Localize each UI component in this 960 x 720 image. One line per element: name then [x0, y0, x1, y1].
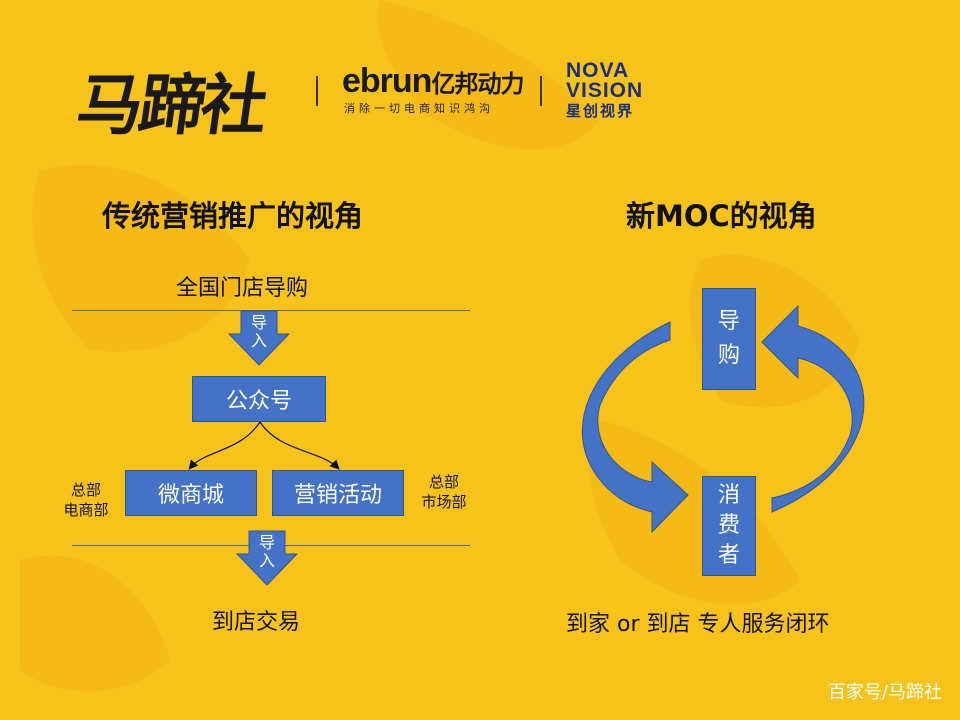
- mati-logo: 马蹄社: [71, 66, 269, 144]
- guide-char: 导: [717, 309, 740, 334]
- shopping-guide-box: 导 购: [702, 288, 756, 390]
- arrow1-char: 入: [250, 331, 267, 350]
- guide-char: 购: [717, 343, 740, 368]
- hq-ecom-line: 总部: [70, 481, 101, 499]
- official-account-box: 公众号: [192, 376, 326, 422]
- ebrun-logo: ebrun亿邦动力: [342, 62, 524, 101]
- consumer-char: 费: [717, 513, 740, 538]
- ebrun-slogan: 消除一切电商知识鸿沟: [344, 102, 494, 115]
- branch-connectors: [188, 421, 340, 470]
- cycle-arrows-icon: [581, 304, 865, 534]
- top-label: 全国门店导购: [176, 276, 309, 301]
- left-title: 传统营销推广的视角: [102, 199, 364, 233]
- logo-separator: [540, 76, 542, 106]
- loop-caption: 到家 or 到店 专人服务闭环: [566, 612, 830, 637]
- arrow2-label: 导 入: [247, 532, 287, 572]
- hq-market-line: 总部: [428, 473, 459, 491]
- down-arrow-icon: [236, 530, 298, 586]
- nova-logo-line1: NOVA: [566, 59, 630, 82]
- consumer-box: 消 费 者: [702, 476, 756, 576]
- watermark: 百家号/马蹄社: [827, 682, 942, 703]
- consumer-char: 者: [717, 543, 740, 568]
- arrow1-label: 导 入: [239, 312, 279, 352]
- hq-ecommerce-label: 总部 电商部: [48, 480, 124, 520]
- ebrun-logo-en: ebrun: [342, 62, 432, 100]
- ebrun-logo-cn: 亿邦动力: [431, 71, 524, 98]
- arrow2-char: 入: [258, 551, 275, 570]
- right-title: 新MOC的视角: [626, 199, 817, 233]
- bottom-label: 到店交易: [212, 610, 301, 635]
- nova-logo-cn: 星创视界: [566, 102, 635, 120]
- marketing-campaign-box: 营销活动: [272, 470, 404, 516]
- hq-market-line: 市场部: [421, 493, 467, 511]
- arrow1-char: 导: [250, 313, 267, 332]
- logo-separator: [316, 76, 318, 106]
- hq-marketing-label: 总部 市场部: [406, 472, 482, 512]
- nova-logo-line2: VISION: [566, 79, 644, 102]
- hq-ecom-line: 电商部: [63, 501, 109, 519]
- micro-mall-box: 微商城: [125, 470, 257, 516]
- consumer-char: 消: [717, 483, 740, 508]
- down-arrow-icon: [228, 310, 290, 366]
- arrow2-char: 导: [258, 533, 275, 552]
